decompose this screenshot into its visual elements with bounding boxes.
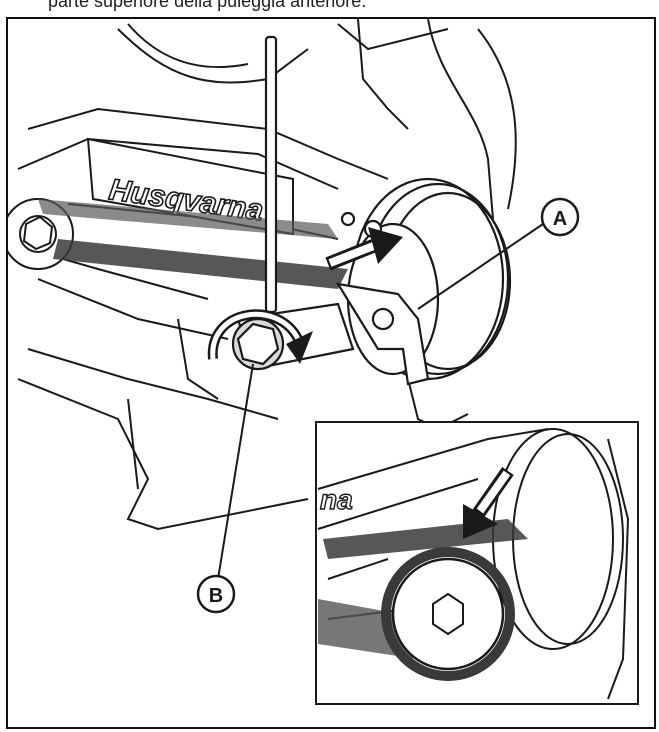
drive-belt xyxy=(38,199,348,289)
page-caption-fragment: parte superiore della puleggia anteriore… xyxy=(48,0,367,11)
rotation-arrow xyxy=(207,309,313,364)
inset-arrow xyxy=(463,466,514,539)
illustration-frame: Husqvarna xyxy=(6,17,656,729)
callout-b: B xyxy=(196,363,254,614)
tension-pulley xyxy=(340,177,512,381)
callout-a: A xyxy=(417,197,580,310)
push-arrow xyxy=(325,227,403,271)
callout-b-label: B xyxy=(209,585,223,607)
inset-detail: na xyxy=(315,421,639,705)
callout-a-label: A xyxy=(553,208,567,230)
inset-brand-fragment: na xyxy=(320,484,353,515)
tensioner-bracket xyxy=(335,282,430,386)
belt-tension-illustration: Husqvarna xyxy=(8,19,639,705)
